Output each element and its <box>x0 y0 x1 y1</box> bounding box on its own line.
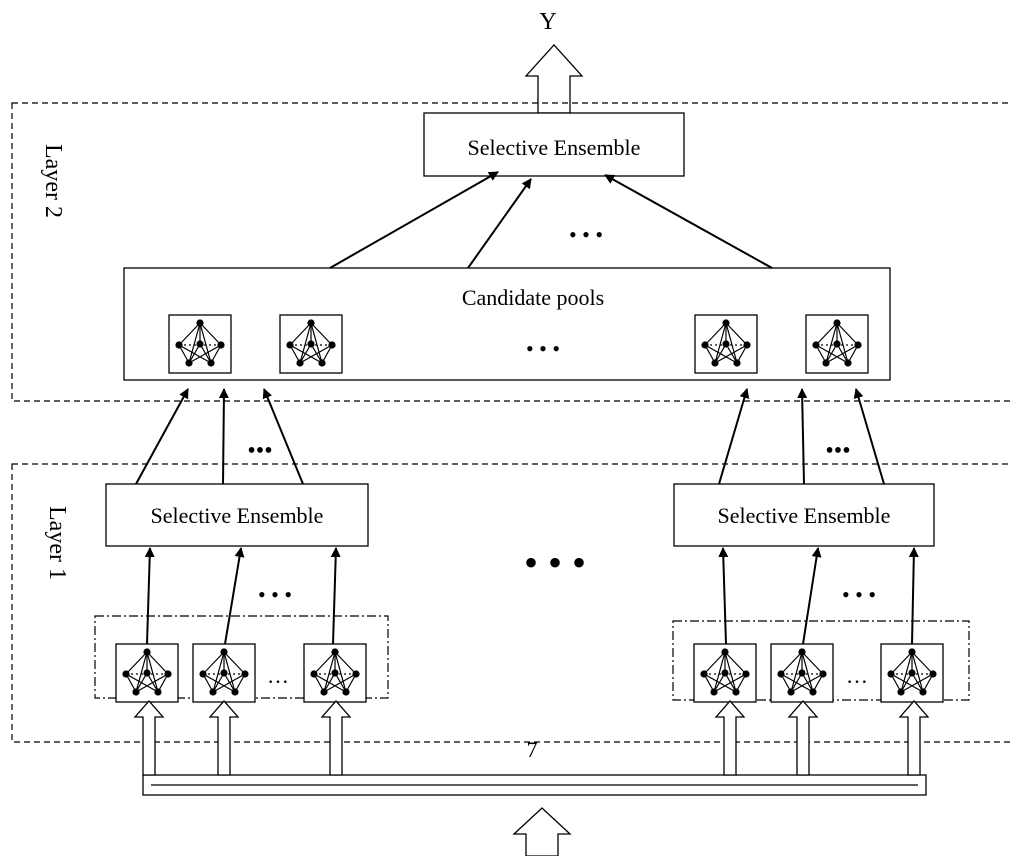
left-base-network-2 <box>192 643 256 703</box>
right-ensemble-up-arrow-1 <box>718 388 750 485</box>
bus-hollow-arrow-3 <box>320 700 352 776</box>
left-base-up-arrow-2 <box>224 547 245 645</box>
left-ensemble-up-arrow-3 <box>262 388 304 485</box>
right-base-up-arrow-3 <box>908 547 919 645</box>
right-base-network-3 <box>880 643 944 703</box>
pool-to-ensemble-arrow-1 <box>329 171 499 269</box>
right-input-dots: • • • <box>842 582 876 607</box>
left-network-group <box>94 615 389 699</box>
pool-network-4 <box>805 314 869 374</box>
pool-to-ensemble-arrow-3 <box>604 174 773 269</box>
layer2-ensemble-label: Selective Ensemble <box>468 135 641 160</box>
left-base-network-1 <box>115 643 179 703</box>
right-ensemble-up-arrow-2 <box>797 388 808 485</box>
layer1-region <box>11 463 1011 743</box>
input-hollow-arrow <box>512 807 572 856</box>
left-network-dots: … <box>267 663 289 688</box>
candidate-pools-label: Candidate pools <box>462 285 604 310</box>
right-base-network-1 <box>693 643 757 703</box>
layer2-region <box>11 102 1011 402</box>
input-bus-label: 7 <box>527 737 538 762</box>
candidate-pools-box <box>123 267 891 381</box>
layer1-left-ensemble-label: Selective Ensemble <box>151 503 324 528</box>
right-base-network-2 <box>770 643 834 703</box>
bus-hollow-arrow-4 <box>714 700 746 776</box>
output-hollow-arrow <box>524 44 584 114</box>
pool-network-3 <box>694 314 758 374</box>
bus-hollow-arrow-6 <box>898 700 930 776</box>
pool-network-1 <box>168 314 232 374</box>
layer1-middle-dots: • • • <box>524 540 586 585</box>
pool-to-ensemble-arrow-2 <box>467 178 532 269</box>
left-base-up-arrow-3 <box>330 547 341 645</box>
bus-hollow-arrow-5 <box>787 700 819 776</box>
right-network-dots: … <box>846 663 868 688</box>
right-ensemble-up-arrow-3 <box>853 388 885 485</box>
left-input-dots: • • • <box>258 582 292 607</box>
layer2-top-dots: • • • <box>569 222 603 247</box>
layer1-left-ensemble-box <box>105 483 369 547</box>
left-up-dots: ••• <box>247 438 272 464</box>
layer1-right-ensemble-box <box>673 483 935 547</box>
bus-hollow-arrow-1 <box>133 700 165 776</box>
output-label: Y <box>539 9 556 35</box>
left-ensemble-up-arrow-1 <box>135 388 189 485</box>
left-ensemble-up-arrow-2 <box>218 388 229 485</box>
candidate-pools-dots: • • • <box>526 336 560 361</box>
right-up-dots: ••• <box>825 438 850 464</box>
bus-hollow-arrow-2 <box>208 700 240 776</box>
left-base-network-3 <box>303 643 367 703</box>
right-base-up-arrow-2 <box>802 547 822 645</box>
layer1-label: Layer 1 <box>44 506 70 580</box>
left-base-up-arrow-1 <box>144 547 155 645</box>
layer2-label: Layer 2 <box>40 144 66 218</box>
layer1-right-ensemble-label: Selective Ensemble <box>718 503 891 528</box>
right-base-up-arrow-1 <box>718 547 729 645</box>
layer2-ensemble-box <box>423 112 685 177</box>
pool-network-2 <box>279 314 343 374</box>
